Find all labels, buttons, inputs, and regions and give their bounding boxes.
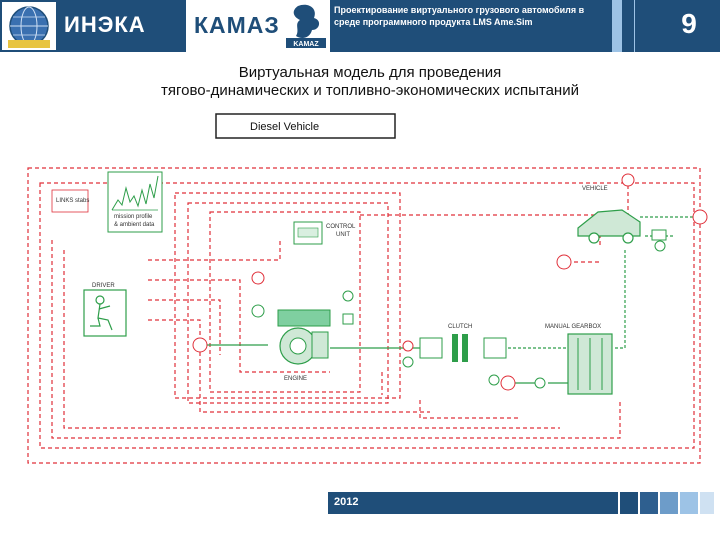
vehicle-label: VEHICLE [582,186,608,192]
footer-year-bar: 2012 [328,492,618,514]
vehicle-connector-icon [651,229,667,241]
engine-block [277,309,331,365]
fuel-sensor-icon [342,290,354,302]
mechanical-links [205,216,695,384]
road-source-icon [692,209,708,225]
org-name: ИНЭКА [64,12,146,37]
gearbox-block [567,333,613,395]
company-name: КАМАЗ [194,12,280,38]
kamaz-logo-box: КАМАЗ KAMAZ [186,0,330,52]
gear-command-icon [500,375,516,391]
globe-icon [8,6,50,48]
slide-title-line-1: Виртуальная модель для проведения [238,64,502,81]
ambient-source-icon [192,337,208,353]
vehicle-feedback-icon [556,254,572,270]
vehicle-input-icon [621,173,635,187]
driver-label: DRIVER [92,283,115,289]
clutch-label: CLUTCH [448,324,472,330]
kamaz-horse-icon: KAMAZ [286,4,326,48]
clutch-sensor-icon [402,356,414,368]
footer-square-2 [640,492,658,514]
page-number: 9 [681,8,697,39]
stubs-label: LINKS stabs [56,198,89,204]
kamaz-emblem-text: KAMAZ [293,41,319,48]
control-unit-label-1: CONTROL [326,224,356,230]
footer-square-4 [680,492,698,514]
fuel-tank-icon [342,313,354,325]
project-title: Проектирование виртуального грузового ав… [334,5,585,27]
slide-title-line-2: тягово-динамических и топливно-экономиче… [161,82,579,99]
header-stripe [612,0,622,52]
footer-square-5 [700,492,714,514]
clutch-input-icon [402,340,414,352]
footer-year: 2012 [334,496,359,508]
gearbox-label: MANUAL GEARBOX [545,324,601,330]
driver-icon [90,295,113,331]
slide-title: Виртуальная модель для проведения тягово… [80,64,660,100]
engine-sensor-icon [251,304,265,318]
footer-square-3 [660,492,678,514]
driver-block [83,289,127,337]
vehicle-icon [577,209,641,244]
clutch-output-sensor-icon [488,374,500,386]
mission-label-1: mission profile [114,214,153,220]
mission-label-2: & ambient data [114,222,155,228]
mission-profile-plot [111,175,159,211]
stubs-box [51,189,89,213]
diagram-title: Diesel Vehicle [250,121,319,133]
footer-square-1 [620,492,638,514]
gear-sensor-icon [534,377,546,389]
inek-logo [2,2,56,50]
engine-input-icon [251,271,265,285]
clutch-block [419,334,507,362]
ecu-chip-icon [297,227,319,238]
engine-label: ENGINE [284,376,307,382]
header-bar: ИНЭКА КАМАЗ KAMAZ Проектирование виртуал… [0,0,720,52]
amesim-model-diagram: Diesel Vehicle LINKS stabs mission profi… [27,113,708,464]
header-divider [634,0,635,52]
diagram-title-box [215,113,396,139]
vehicle-sensor-icon [654,240,666,252]
control-unit-label-2: UNIT [336,232,350,238]
